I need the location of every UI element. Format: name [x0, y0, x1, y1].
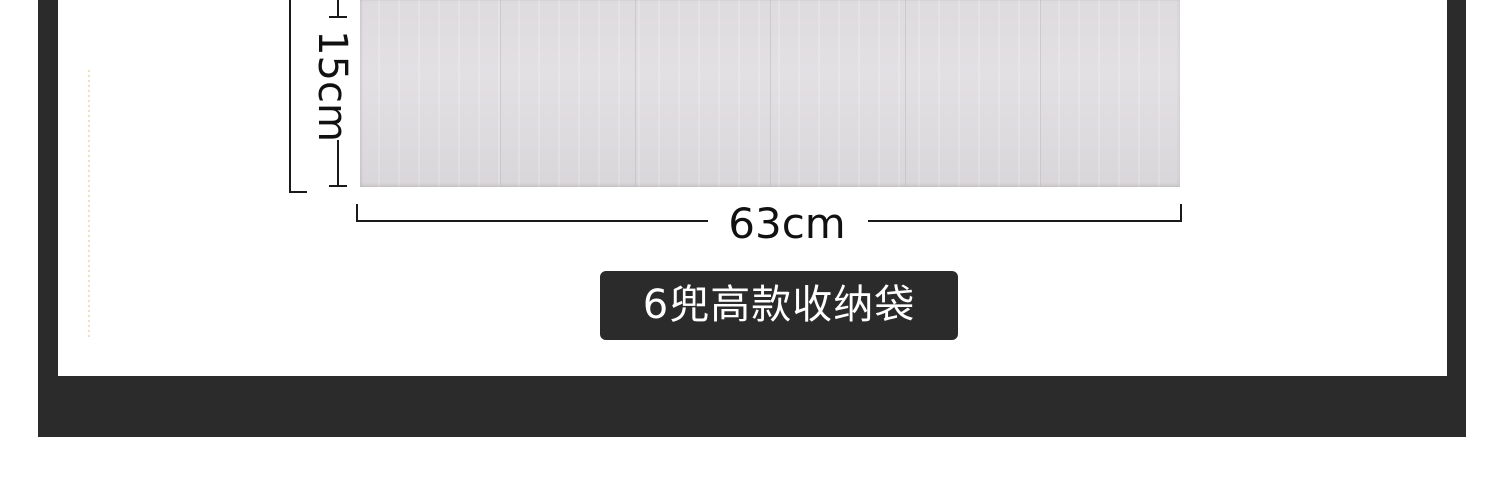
height-ruler-top-cap — [329, 16, 347, 18]
height-ruler — [329, 0, 347, 187]
height-ruler-bottom-cap — [329, 185, 347, 187]
bag-seam — [770, 0, 771, 187]
bag-seam — [905, 0, 906, 187]
height-dimension-label: 15cm — [309, 30, 356, 142]
width-ruler-left-cap — [356, 204, 358, 222]
width-ruler-right-cap — [1180, 204, 1182, 222]
width-dimension-label: 63cm — [728, 199, 846, 248]
product-caption-badge: 6兜高款收纳袋 — [600, 271, 958, 340]
height-dimension-text: 15cm — [309, 30, 356, 142]
width-ruler-right-line — [868, 220, 1182, 222]
decorative-dotted-edge — [88, 70, 90, 340]
height-outer-line — [289, 0, 291, 193]
storage-bag-photo — [360, 0, 1180, 187]
height-ruler-bottom-segment — [337, 140, 339, 187]
bag-seam — [1040, 0, 1041, 187]
height-ruler-top-segment — [337, 0, 339, 18]
height-outer-tick — [289, 191, 307, 193]
bag-seam — [635, 0, 636, 187]
width-ruler-left-line — [358, 220, 708, 222]
bag-seam — [500, 0, 501, 187]
